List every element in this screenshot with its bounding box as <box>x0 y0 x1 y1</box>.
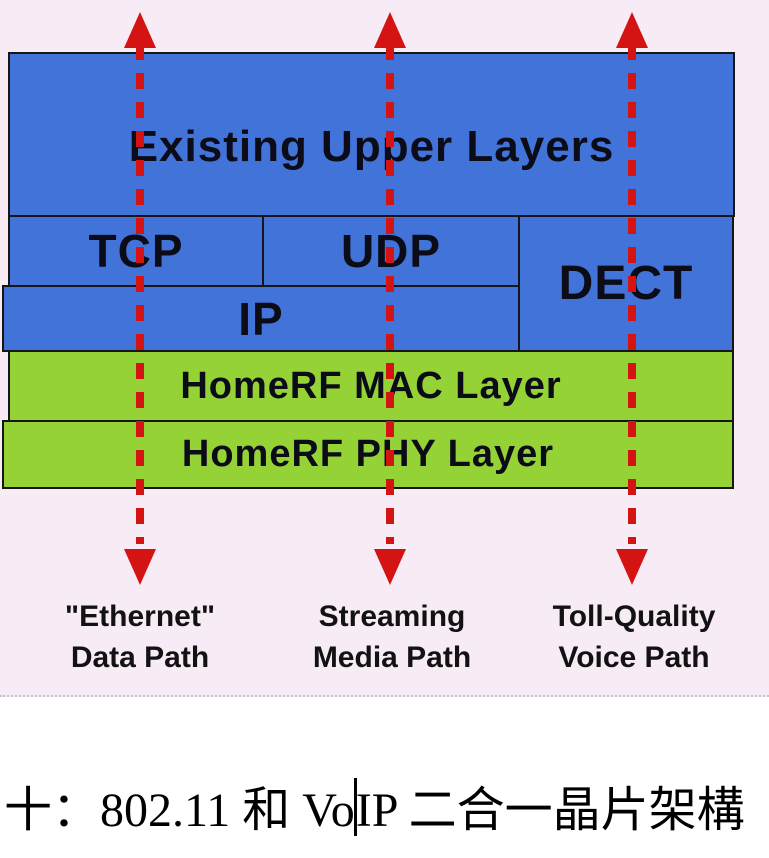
arrow-down-icon <box>616 549 648 585</box>
path-label-line2: Media Path <box>312 641 472 674</box>
path-label-line2: Data Path <box>70 641 210 674</box>
box-homerf-mac-layer: HomeRF MAC Layer <box>8 350 734 422</box>
arrow-up-icon <box>616 12 648 48</box>
box-existing-upper-layers: Existing Upper Layers <box>8 52 735 217</box>
box-ip-label: IP <box>238 292 284 345</box>
arrow-down-icon <box>374 549 406 585</box>
box-dect-label: DECT <box>558 257 694 310</box>
arrow-down-icon <box>124 549 156 585</box>
dashed-line <box>386 44 394 544</box>
box-tcp-label: TCP <box>89 224 184 278</box>
figure-caption: 十：802.11 和 VoIP 二合一晶片架構 <box>4 770 745 840</box>
text-cursor <box>353 778 357 836</box>
box-homerf-mac-layer-label: HomeRF MAC Layer <box>180 364 562 407</box>
path-label-line2: Voice Path <box>558 641 710 674</box>
box-ip: IP <box>2 285 520 352</box>
path-label-streaming-media: Streaming Media Path <box>262 596 522 678</box>
box-existing-upper-layers-label: Existing Upper Layers <box>128 121 615 171</box>
box-homerf-phy-layer-label: HomeRF PHY Layer <box>181 433 555 475</box>
path-label-toll-quality-voice: Toll-Quality Voice Path <box>504 596 764 678</box>
box-homerf-phy-layer: HomeRF PHY Layer <box>2 420 734 489</box>
dashed-line <box>136 44 144 544</box>
path-label-line1: Toll-Quality <box>552 600 716 633</box>
dashed-line <box>628 44 636 544</box>
caption-text-after-cursor: IP 二合一晶片架構 <box>355 784 745 837</box>
path-label-line1: "Ethernet" <box>64 600 216 633</box>
box-dect: DECT <box>518 215 734 352</box>
caption-text-before-cursor: 十：802.11 和 Vo <box>4 784 355 837</box>
arrow-up-icon <box>374 12 406 48</box>
path-label-ethernet-data: "Ethernet" Data Path <box>10 596 270 678</box>
arrow-up-icon <box>124 12 156 48</box>
path-label-line1: Streaming <box>318 600 466 633</box>
